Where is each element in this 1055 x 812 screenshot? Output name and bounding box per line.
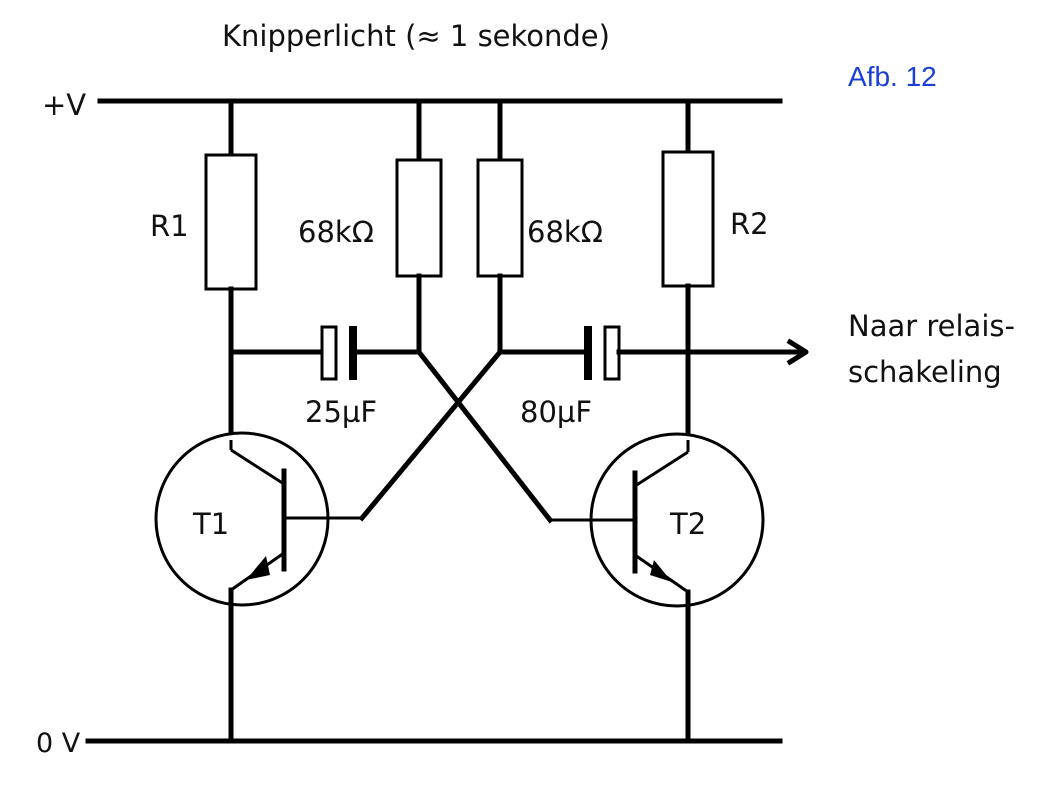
output-label-line2: schakeling	[848, 355, 1002, 389]
resistor-r2-label: R2	[730, 207, 769, 241]
t2-emitter-arrow-icon	[650, 560, 672, 582]
resistor-rb-right	[476, 158, 524, 278]
cross-wire-left-to-t2-base	[415, 348, 554, 524]
t1-collector	[230, 448, 285, 486]
transistor-t1-label: T1	[192, 507, 229, 541]
capacitor-left-plate-open	[320, 325, 338, 381]
diagram-title: Knipperlicht (≈ 1 sekonde)	[222, 19, 610, 53]
resistor-rb-left	[395, 158, 443, 278]
t1-emitter-arrow-icon	[246, 556, 270, 580]
resistor-r1-label: R1	[150, 209, 189, 243]
transistor-t2-label: T2	[669, 507, 706, 541]
capacitor-right-label: 80µF	[520, 395, 592, 429]
ground-rail-label: 0 V	[36, 728, 81, 759]
resistor-rb-right-label: 68kΩ	[527, 215, 603, 249]
resistor-r1	[204, 153, 258, 291]
resistor-r2	[661, 150, 715, 288]
capacitor-left-plate-solid	[349, 326, 357, 380]
resistor-rb-left-label: 68kΩ	[298, 215, 374, 249]
figure-label: Afb. 12	[848, 61, 937, 92]
capacitor-right-plate-solid	[584, 326, 592, 380]
t2-collector	[634, 450, 689, 488]
capacitor-left-label: 25µF	[305, 395, 377, 429]
positive-rail-label: +V	[42, 88, 86, 122]
output-arrow-icon	[786, 338, 809, 366]
cross-wire-right-to-t1-base	[358, 348, 504, 522]
output-label-line1: Naar relais-	[848, 309, 1015, 343]
